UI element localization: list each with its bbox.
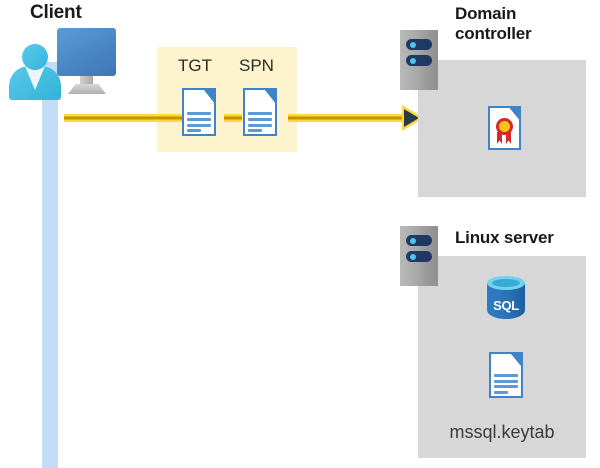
linux-server-title: Linux server — [455, 228, 554, 247]
client-lifeline — [42, 62, 58, 468]
document-icon-spn — [243, 88, 277, 136]
domain-controller-title-line2: controller — [455, 23, 532, 43]
token-label-spn: SPN — [239, 56, 274, 75]
document-text-line — [248, 123, 272, 127]
document-text-line — [494, 379, 518, 383]
certificate-seal-center — [499, 121, 510, 132]
server-bay — [406, 55, 432, 66]
keytab-filename-label: mssql.keytab — [449, 422, 555, 442]
monitor-neck-icon — [80, 76, 93, 86]
server-bay — [406, 251, 432, 262]
document-text-line — [187, 129, 202, 133]
server-rack-icon-linux-server — [400, 226, 438, 286]
arrow-line-segment — [224, 114, 242, 122]
server-bay — [406, 39, 432, 50]
user-workstation-icon — [8, 28, 116, 100]
arrow-line-segment — [288, 114, 406, 122]
arrow-line-segment — [160, 114, 182, 122]
document-text-line — [187, 123, 211, 127]
document-text-line — [248, 112, 272, 115]
document-text-line — [494, 374, 518, 378]
monitor-base-icon — [68, 84, 106, 94]
server-rack-icon-domain-controller — [400, 30, 438, 90]
server-led-icon — [410, 253, 416, 260]
client-title: Client — [30, 2, 82, 23]
certificate-ribbon — [497, 132, 502, 144]
document-icon-tgt — [182, 88, 216, 136]
monitor-screen-icon — [57, 28, 116, 76]
document-text-line — [494, 385, 518, 389]
document-text-line — [494, 390, 509, 394]
database-cylinder-top-inner — [492, 279, 520, 287]
document-text-line — [248, 117, 272, 121]
document-icon-keytab — [489, 352, 523, 398]
token-label-tgt: TGT — [178, 56, 212, 75]
sql-label: SQL — [493, 298, 519, 313]
document-text-line — [248, 129, 263, 133]
document-text-line — [187, 112, 211, 115]
arrow-line-segment — [64, 114, 160, 122]
document-text-line — [187, 117, 211, 121]
certificate-ribbon — [506, 132, 511, 144]
certificate-document-icon — [488, 106, 521, 150]
server-led-icon — [410, 237, 416, 244]
domain-controller-title-line1: Domain — [455, 4, 517, 23]
server-bay — [406, 235, 432, 246]
person-head-icon — [22, 44, 48, 70]
server-led-icon — [410, 41, 416, 48]
sql-database-icon: SQL — [487, 276, 525, 326]
domain-controller-title: Domain controller — [455, 4, 595, 43]
server-led-icon — [410, 57, 416, 64]
